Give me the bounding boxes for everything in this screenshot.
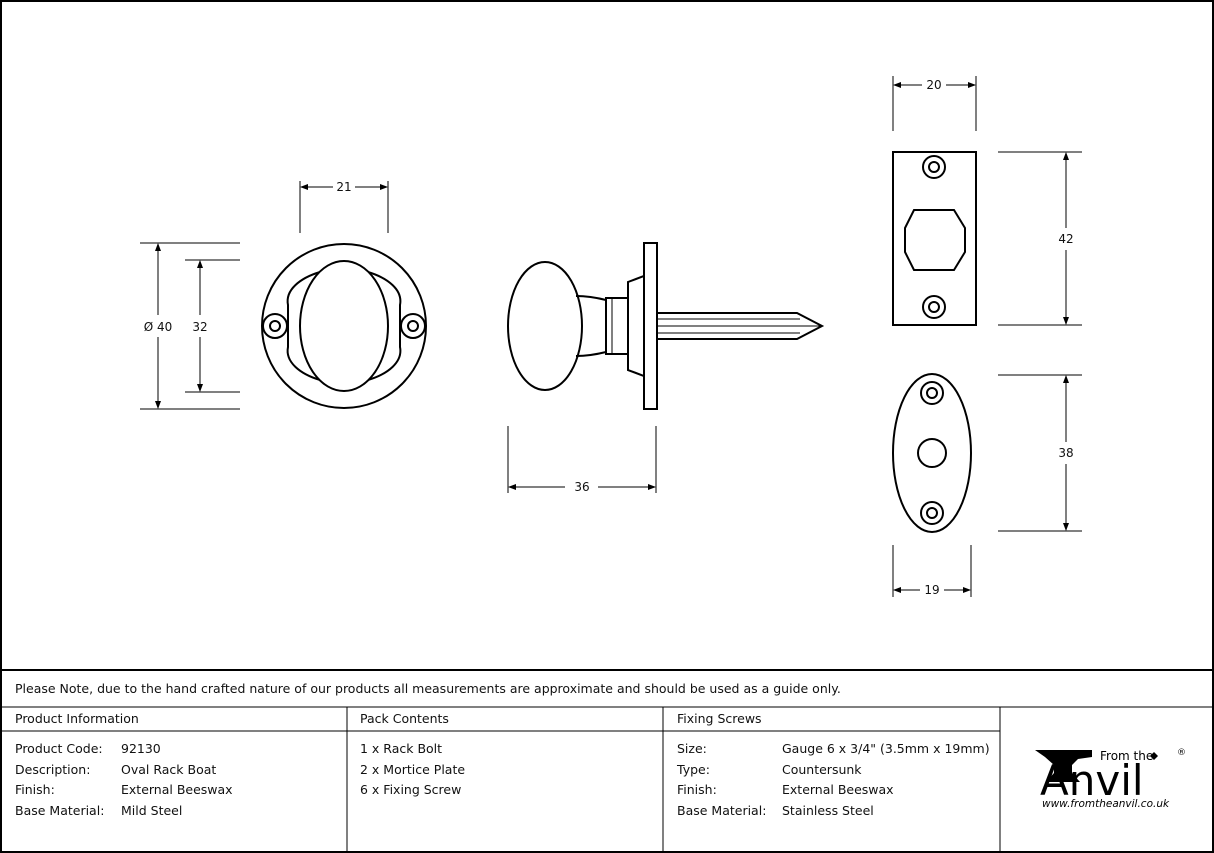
svg-text:Anvil: Anvil — [1040, 756, 1144, 805]
anvil-icon — [1035, 750, 1092, 782]
fixing-screws-label: Type: — [676, 762, 710, 777]
fixing-screws-label: Base Material: — [677, 803, 766, 818]
measurement-note: Please Note, due to the hand crafted nat… — [15, 681, 841, 696]
fixing-screws-label: Size: — [677, 741, 707, 756]
product-info-value: External Beeswax — [121, 782, 233, 797]
product-info-value: 92130 — [121, 741, 161, 756]
product-info-value: Mild Steel — [121, 803, 182, 818]
fixing-screws-value: Stainless Steel — [782, 803, 874, 818]
front-hole-spacing-dimension: 32 — [185, 259, 240, 393]
screw-hole-left — [262, 313, 288, 339]
info-table — [1, 669, 1213, 852]
side-view-drawing — [507, 242, 825, 410]
dim-label-front-width: 21 — [336, 180, 351, 194]
product-info-heading: Product Information — [15, 711, 139, 726]
svg-text:®: ® — [1177, 748, 1186, 758]
svg-text:From the: From the — [1100, 749, 1153, 763]
oval-height-dimension: 38 — [998, 374, 1082, 532]
oval-width-dimension: 19 — [892, 545, 972, 597]
plate-width-dimension: 20 — [892, 76, 977, 131]
product-info-label: Finish: — [15, 782, 55, 797]
product-info-label: Base Material: — [15, 803, 104, 818]
dim-label-plate-width: 20 — [926, 78, 941, 92]
fixing-screws-label: Finish: — [677, 782, 717, 797]
pack-contents-item: 6 x Fixing Screw — [360, 782, 461, 797]
dim-label-front-diameter: Ø 40 — [144, 320, 173, 334]
fixing-screws-value: External Beeswax — [782, 782, 894, 797]
front-view-drawing — [261, 243, 427, 409]
oval-plate-drawing — [892, 373, 972, 533]
from-the-anvil-logo: From the ® Anvil www.fromtheanvil.co.uk — [1035, 748, 1186, 810]
product-info-label: Description: — [15, 762, 90, 777]
front-diameter-dimension: Ø 40 — [140, 242, 240, 410]
pack-contents-item: 2 x Mortice Plate — [360, 762, 465, 777]
side-length-dimension: 36 — [507, 426, 657, 494]
dim-label-side-length: 36 — [574, 480, 589, 494]
fixing-screws-value: Gauge 6 x 3/4" (3.5mm x 19mm) — [782, 741, 990, 756]
dim-label-hole-spacing: 32 — [192, 320, 207, 334]
dim-label-oval-height: 38 — [1058, 446, 1073, 460]
pack-contents-heading: Pack Contents — [360, 711, 449, 726]
pack-contents-item: 1 x Rack Bolt — [360, 741, 442, 756]
product-info-label: Product Code: — [15, 741, 103, 756]
screw-hole-right — [400, 313, 426, 339]
mortice-plate-drawing — [892, 151, 977, 326]
svg-text:www.fromtheanvil.co.uk: www.fromtheanvil.co.uk — [1042, 798, 1170, 810]
fixing-screws-value: Countersunk — [782, 762, 862, 777]
product-info-value: Oval Rack Boat — [121, 762, 216, 777]
dim-label-oval-width: 19 — [924, 583, 939, 597]
front-width-dimension: 21 — [299, 180, 389, 233]
fixing-screws-heading: Fixing Screws — [677, 711, 762, 726]
dim-label-plate-height: 42 — [1058, 232, 1073, 246]
plate-height-dimension: 42 — [998, 151, 1082, 326]
